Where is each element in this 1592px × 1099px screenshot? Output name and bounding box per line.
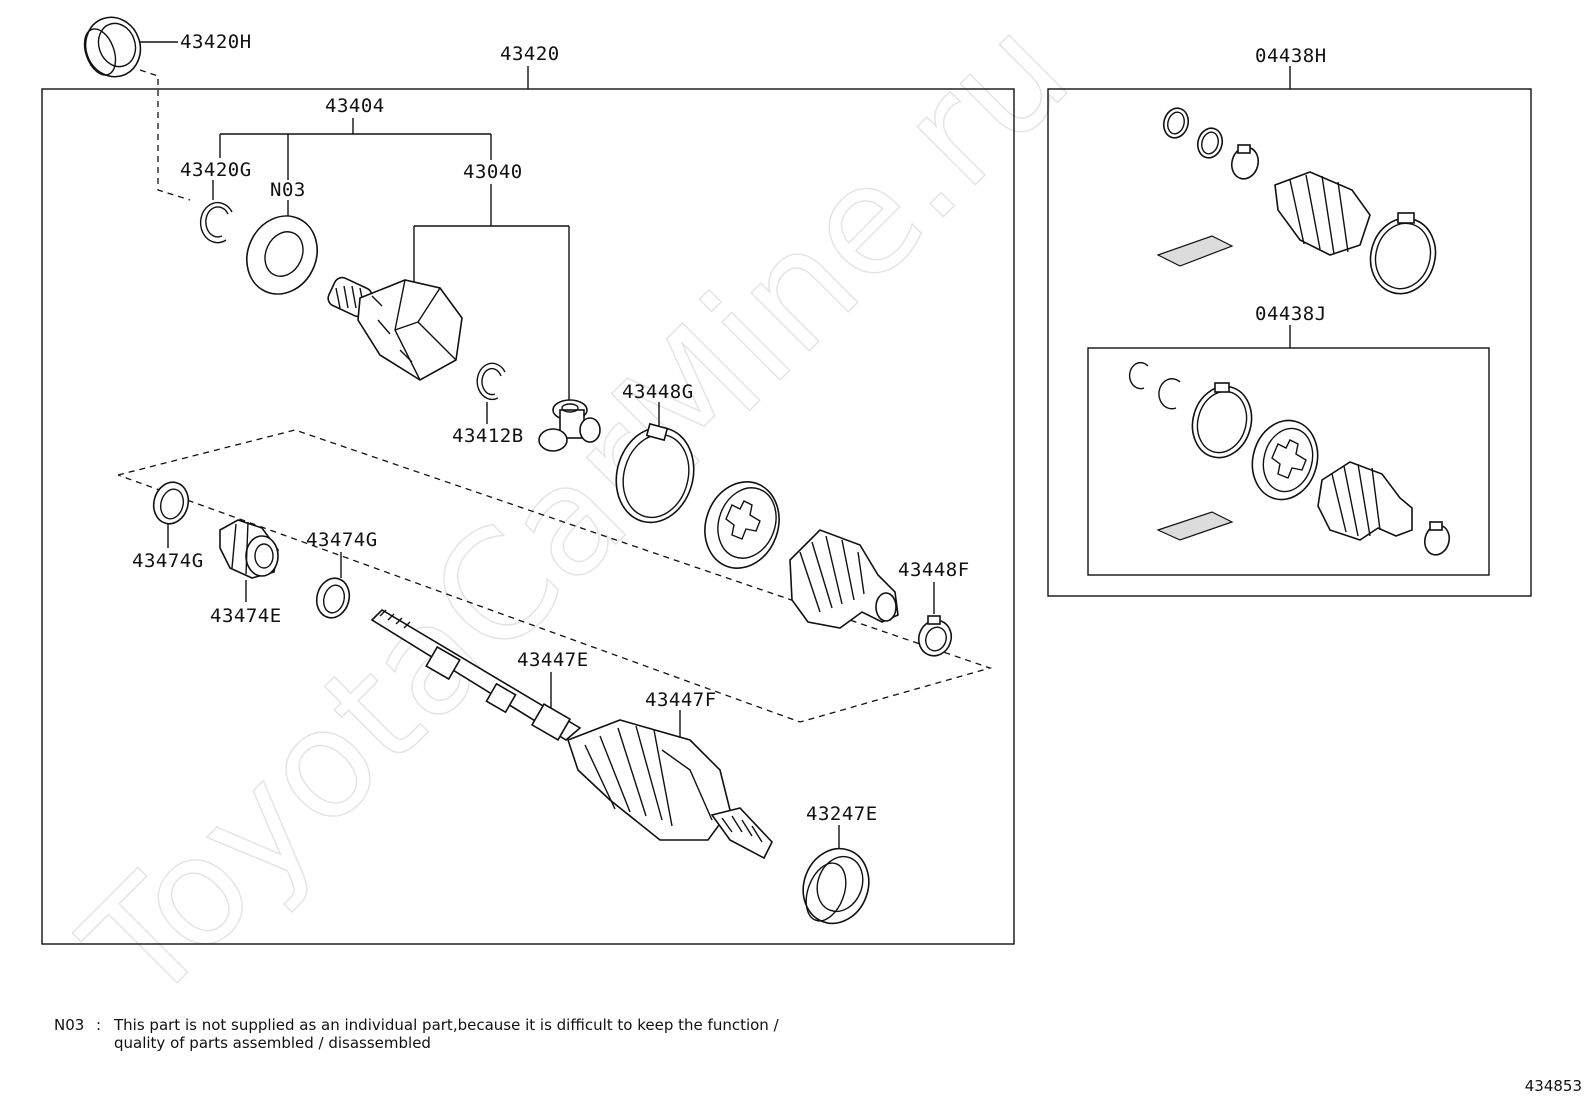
outer-boot [566, 719, 731, 841]
ring-43474G-right [315, 577, 351, 619]
ring-43474G-left [152, 481, 190, 525]
kit-frame-04438J [1087, 347, 1490, 576]
kit-04438J-parts [1128, 361, 1451, 556]
seal-43420H [83, 16, 142, 78]
label-04438H[interactable]: 04438H [1255, 45, 1327, 67]
footnote-code: N03 [54, 1016, 85, 1034]
label-43448F[interactable]: 43448F [898, 559, 970, 581]
housing-43040 [327, 276, 463, 381]
drive-shaft [370, 608, 582, 741]
label-N03[interactable]: N03 [270, 179, 306, 201]
seal-43247E [802, 847, 870, 925]
footnote-line1: This part is not supplied as an individu… [114, 1016, 779, 1034]
outer-stub [710, 807, 773, 860]
boot-flange [704, 481, 780, 569]
diagram-number: 434853 [1524, 1077, 1582, 1095]
label-43412B[interactable]: 43412B [452, 425, 524, 447]
label-43448G[interactable]: 43448G [622, 381, 694, 403]
label-43474G-right[interactable]: 43474G [306, 529, 378, 551]
label-43474G-left[interactable]: 43474G [132, 550, 204, 572]
footnote-separator: : [96, 1016, 102, 1034]
snap-ring-43412B [476, 362, 506, 401]
washer-N03 [246, 215, 318, 295]
small-clamp-43448F [917, 615, 953, 657]
label-04438J[interactable]: 04438J [1255, 303, 1327, 325]
inner-boot [789, 529, 899, 629]
label-43420[interactable]: 43420 [500, 43, 560, 65]
clamp-band-43448G [615, 422, 695, 524]
footnote-line2: quality of parts assembled / disassemble… [114, 1034, 431, 1052]
label-43247E[interactable]: 43247E [806, 803, 878, 825]
kit-04438H-parts [1156, 107, 1437, 295]
label-43447F[interactable]: 43447F [645, 689, 717, 711]
label-43447E[interactable]: 43447E [517, 649, 589, 671]
label-43474E[interactable]: 43474E [210, 605, 282, 627]
snap-ring-43420G [199, 201, 233, 244]
watermark: ToyotaCarMine.ru [52, 0, 1102, 1036]
label-43404[interactable]: 43404 [325, 95, 385, 117]
label-43420G[interactable]: 43420G [180, 159, 252, 181]
label-43040[interactable]: 43040 [463, 161, 523, 183]
tripod-joint [538, 399, 601, 452]
damper-43474E [219, 519, 279, 579]
label-43420H[interactable]: 43420H [180, 31, 252, 53]
